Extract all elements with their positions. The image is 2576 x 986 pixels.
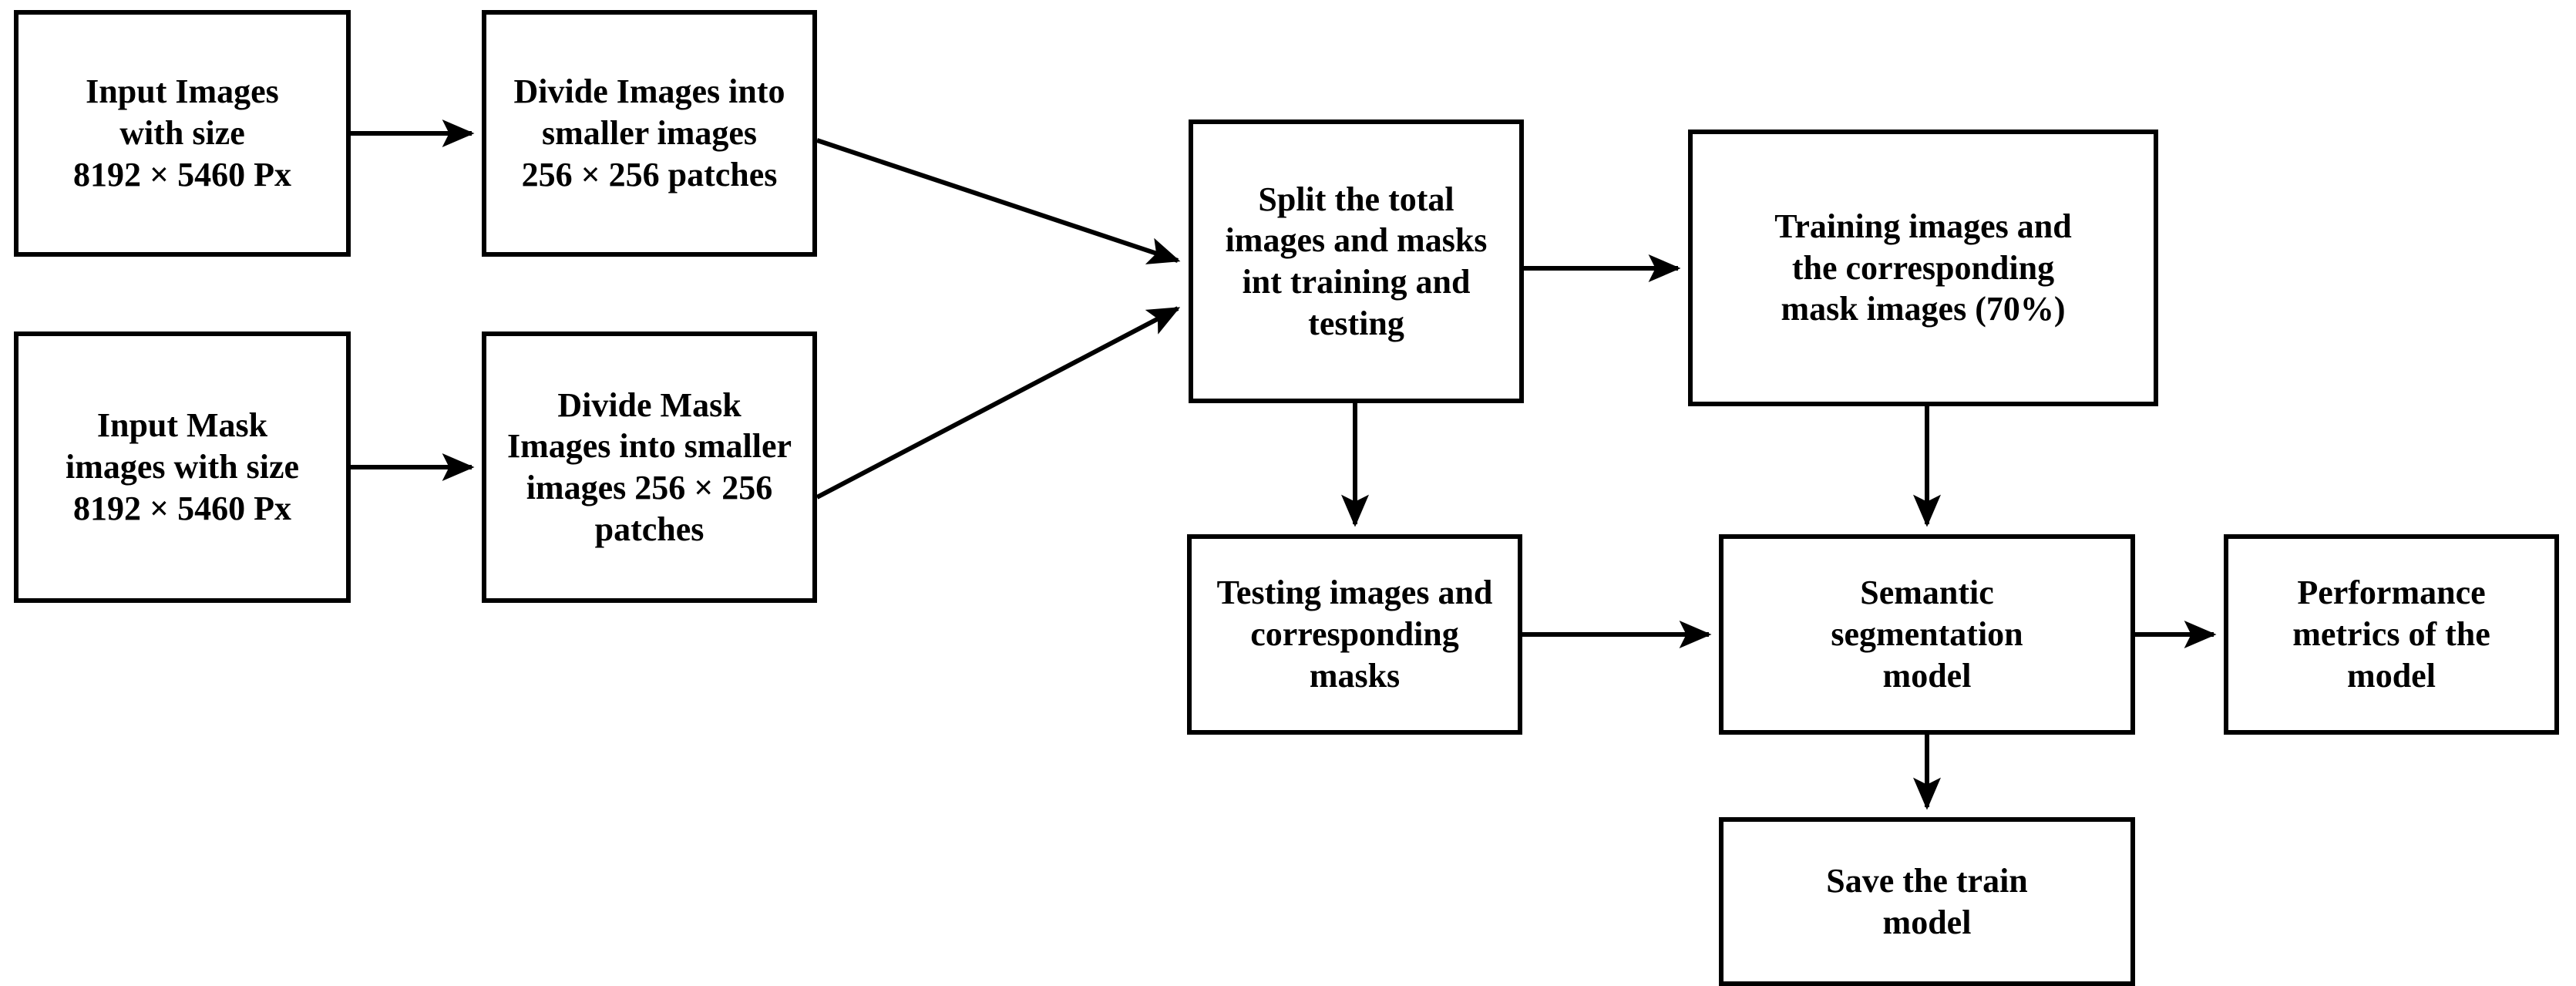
node-performance-metrics[interactable]: Performance metrics of the model — [2224, 534, 2559, 735]
edge-divide-mask-to-split — [816, 306, 1181, 500]
node-testing-images[interactable]: Testing images and corresponding masks — [1187, 534, 1522, 735]
node-input-mask-images[interactable]: Input Mask images with size 8192 × 5460 … — [14, 331, 351, 603]
node-divide-mask-images[interactable]: Divide Mask Images into smaller images 2… — [482, 331, 817, 603]
node-label-input-images: Input Images with size 8192 × 5460 Px — [73, 72, 291, 193]
node-label-testing-images: Testing images and corresponding masks — [1216, 574, 1493, 695]
node-label-performance-metrics: Performance metrics of the model — [2292, 574, 2490, 695]
node-label-semantic-segmentation-model: Semantic segmentation model — [1831, 574, 2023, 695]
edge-divide-images-to-split — [816, 138, 1181, 264]
node-label-divide-mask-images: Divide Mask Images into smaller images 2… — [506, 385, 792, 548]
node-semantic-segmentation-model[interactable]: Semantic segmentation model — [1719, 534, 2135, 735]
node-label-split-total: Split the total images and masks int tra… — [1225, 180, 1488, 342]
node-split-total[interactable]: Split the total images and masks int tra… — [1189, 119, 1524, 403]
node-label-divide-images: Divide Images into smaller images 256 × … — [513, 72, 785, 193]
node-label-input-mask-images: Input Mask images with size 8192 × 5460 … — [65, 406, 300, 527]
node-input-images[interactable]: Input Images with size 8192 × 5460 Px — [14, 10, 351, 257]
node-label-save-train-model: Save the train model — [1826, 861, 2028, 941]
node-label-training-images: Training images and the corresponding ma… — [1774, 207, 2072, 328]
node-training-images[interactable]: Training images and the corresponding ma… — [1688, 130, 2158, 406]
node-divide-images[interactable]: Divide Images into smaller images 256 × … — [482, 10, 817, 257]
node-save-train-model[interactable]: Save the train model — [1719, 817, 2135, 986]
